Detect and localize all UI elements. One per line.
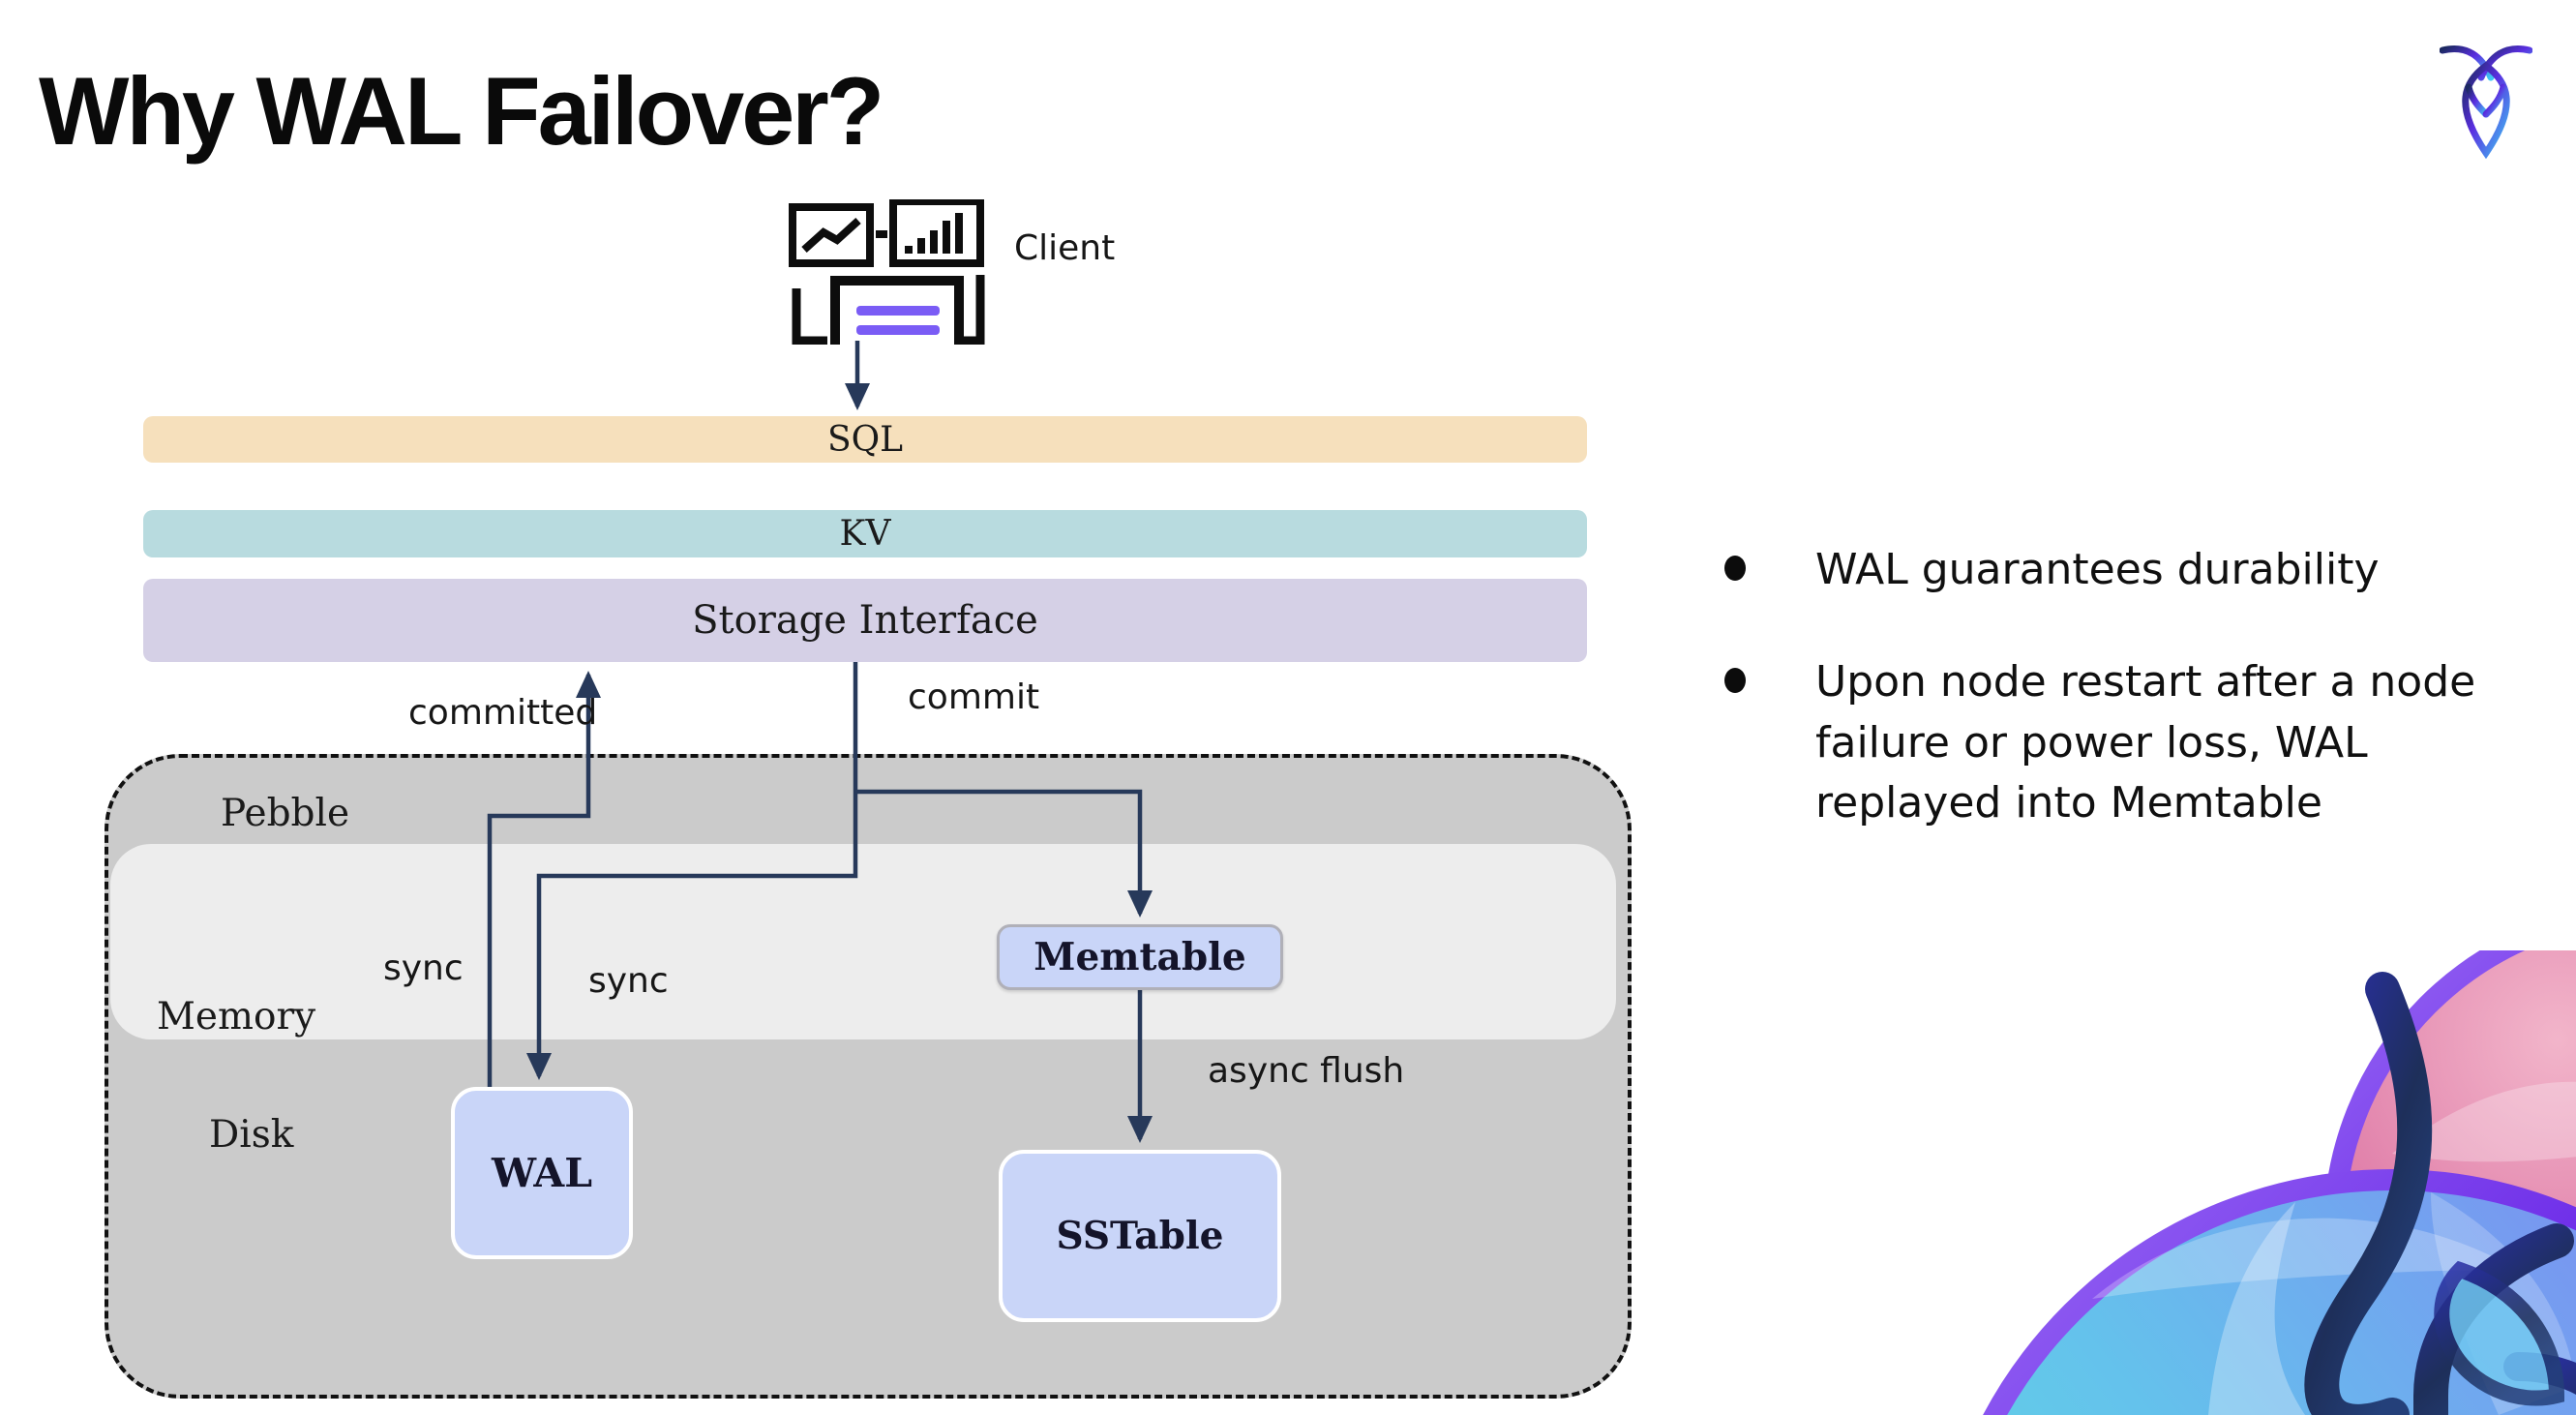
layer-storage-interface: Storage Interface	[143, 579, 1587, 662]
icon-dash	[876, 230, 887, 238]
line-chart-glyph	[801, 218, 861, 253]
bullet-dot	[1724, 668, 1746, 694]
memory-zone	[110, 844, 1616, 1039]
logo-body	[2462, 61, 2510, 159]
bar-chart-bars	[905, 213, 963, 254]
edge-label-committed: committed	[408, 693, 598, 733]
layer-kv-label: KV	[839, 514, 891, 554]
node-sstable: SSTable	[999, 1150, 1281, 1322]
edge-label-commit: commit	[908, 677, 1040, 717]
monitor-bracket-left	[792, 288, 827, 345]
edge-label-async-flush: async flush	[1208, 1051, 1405, 1091]
node-sstable-label: SSTable	[1056, 1214, 1224, 1258]
memory-zone-label: Memory	[157, 995, 316, 1039]
node-wal-label: WAL	[491, 1150, 593, 1196]
line-chart-icon	[789, 203, 874, 267]
document-text-lines	[856, 306, 940, 335]
bullet-text: WAL guarantees durability	[1815, 545, 2380, 594]
disk-zone-label: Disk	[209, 1113, 294, 1157]
bullet-dot	[1724, 556, 1746, 581]
page-title: Why WAL Failover?	[39, 57, 884, 165]
client-label: Client	[1014, 228, 1116, 268]
client-workstation-icon	[789, 199, 985, 345]
pebble-label: Pebble	[221, 792, 350, 835]
edge-label-sync-down: sync	[588, 961, 669, 1001]
node-memtable: Memtable	[997, 924, 1283, 990]
layer-sql-label: SQL	[826, 419, 904, 460]
layer-sql: SQL	[143, 416, 1587, 463]
node-wal: WAL	[451, 1087, 633, 1259]
cockroachdb-logo	[2440, 45, 2532, 159]
layer-kv: KV	[143, 510, 1587, 557]
node-memtable-label: Memtable	[1033, 935, 1246, 979]
logo-branch-right	[2482, 83, 2507, 118]
roach-leaf	[2434, 1260, 2565, 1406]
edge-label-sync-up: sync	[383, 948, 464, 988]
cockroach-brand-spheres	[1983, 950, 2576, 1415]
bullet-item: Upon node restart after a node failure o…	[1724, 652, 2557, 833]
bullet-text: Upon node restart after a node failure o…	[1815, 657, 2476, 828]
bullet-list: WAL guarantees durability Upon node rest…	[1724, 540, 2557, 834]
layer-storage-label: Storage Interface	[692, 598, 1038, 643]
bullet-item: WAL guarantees durability	[1724, 540, 2557, 600]
